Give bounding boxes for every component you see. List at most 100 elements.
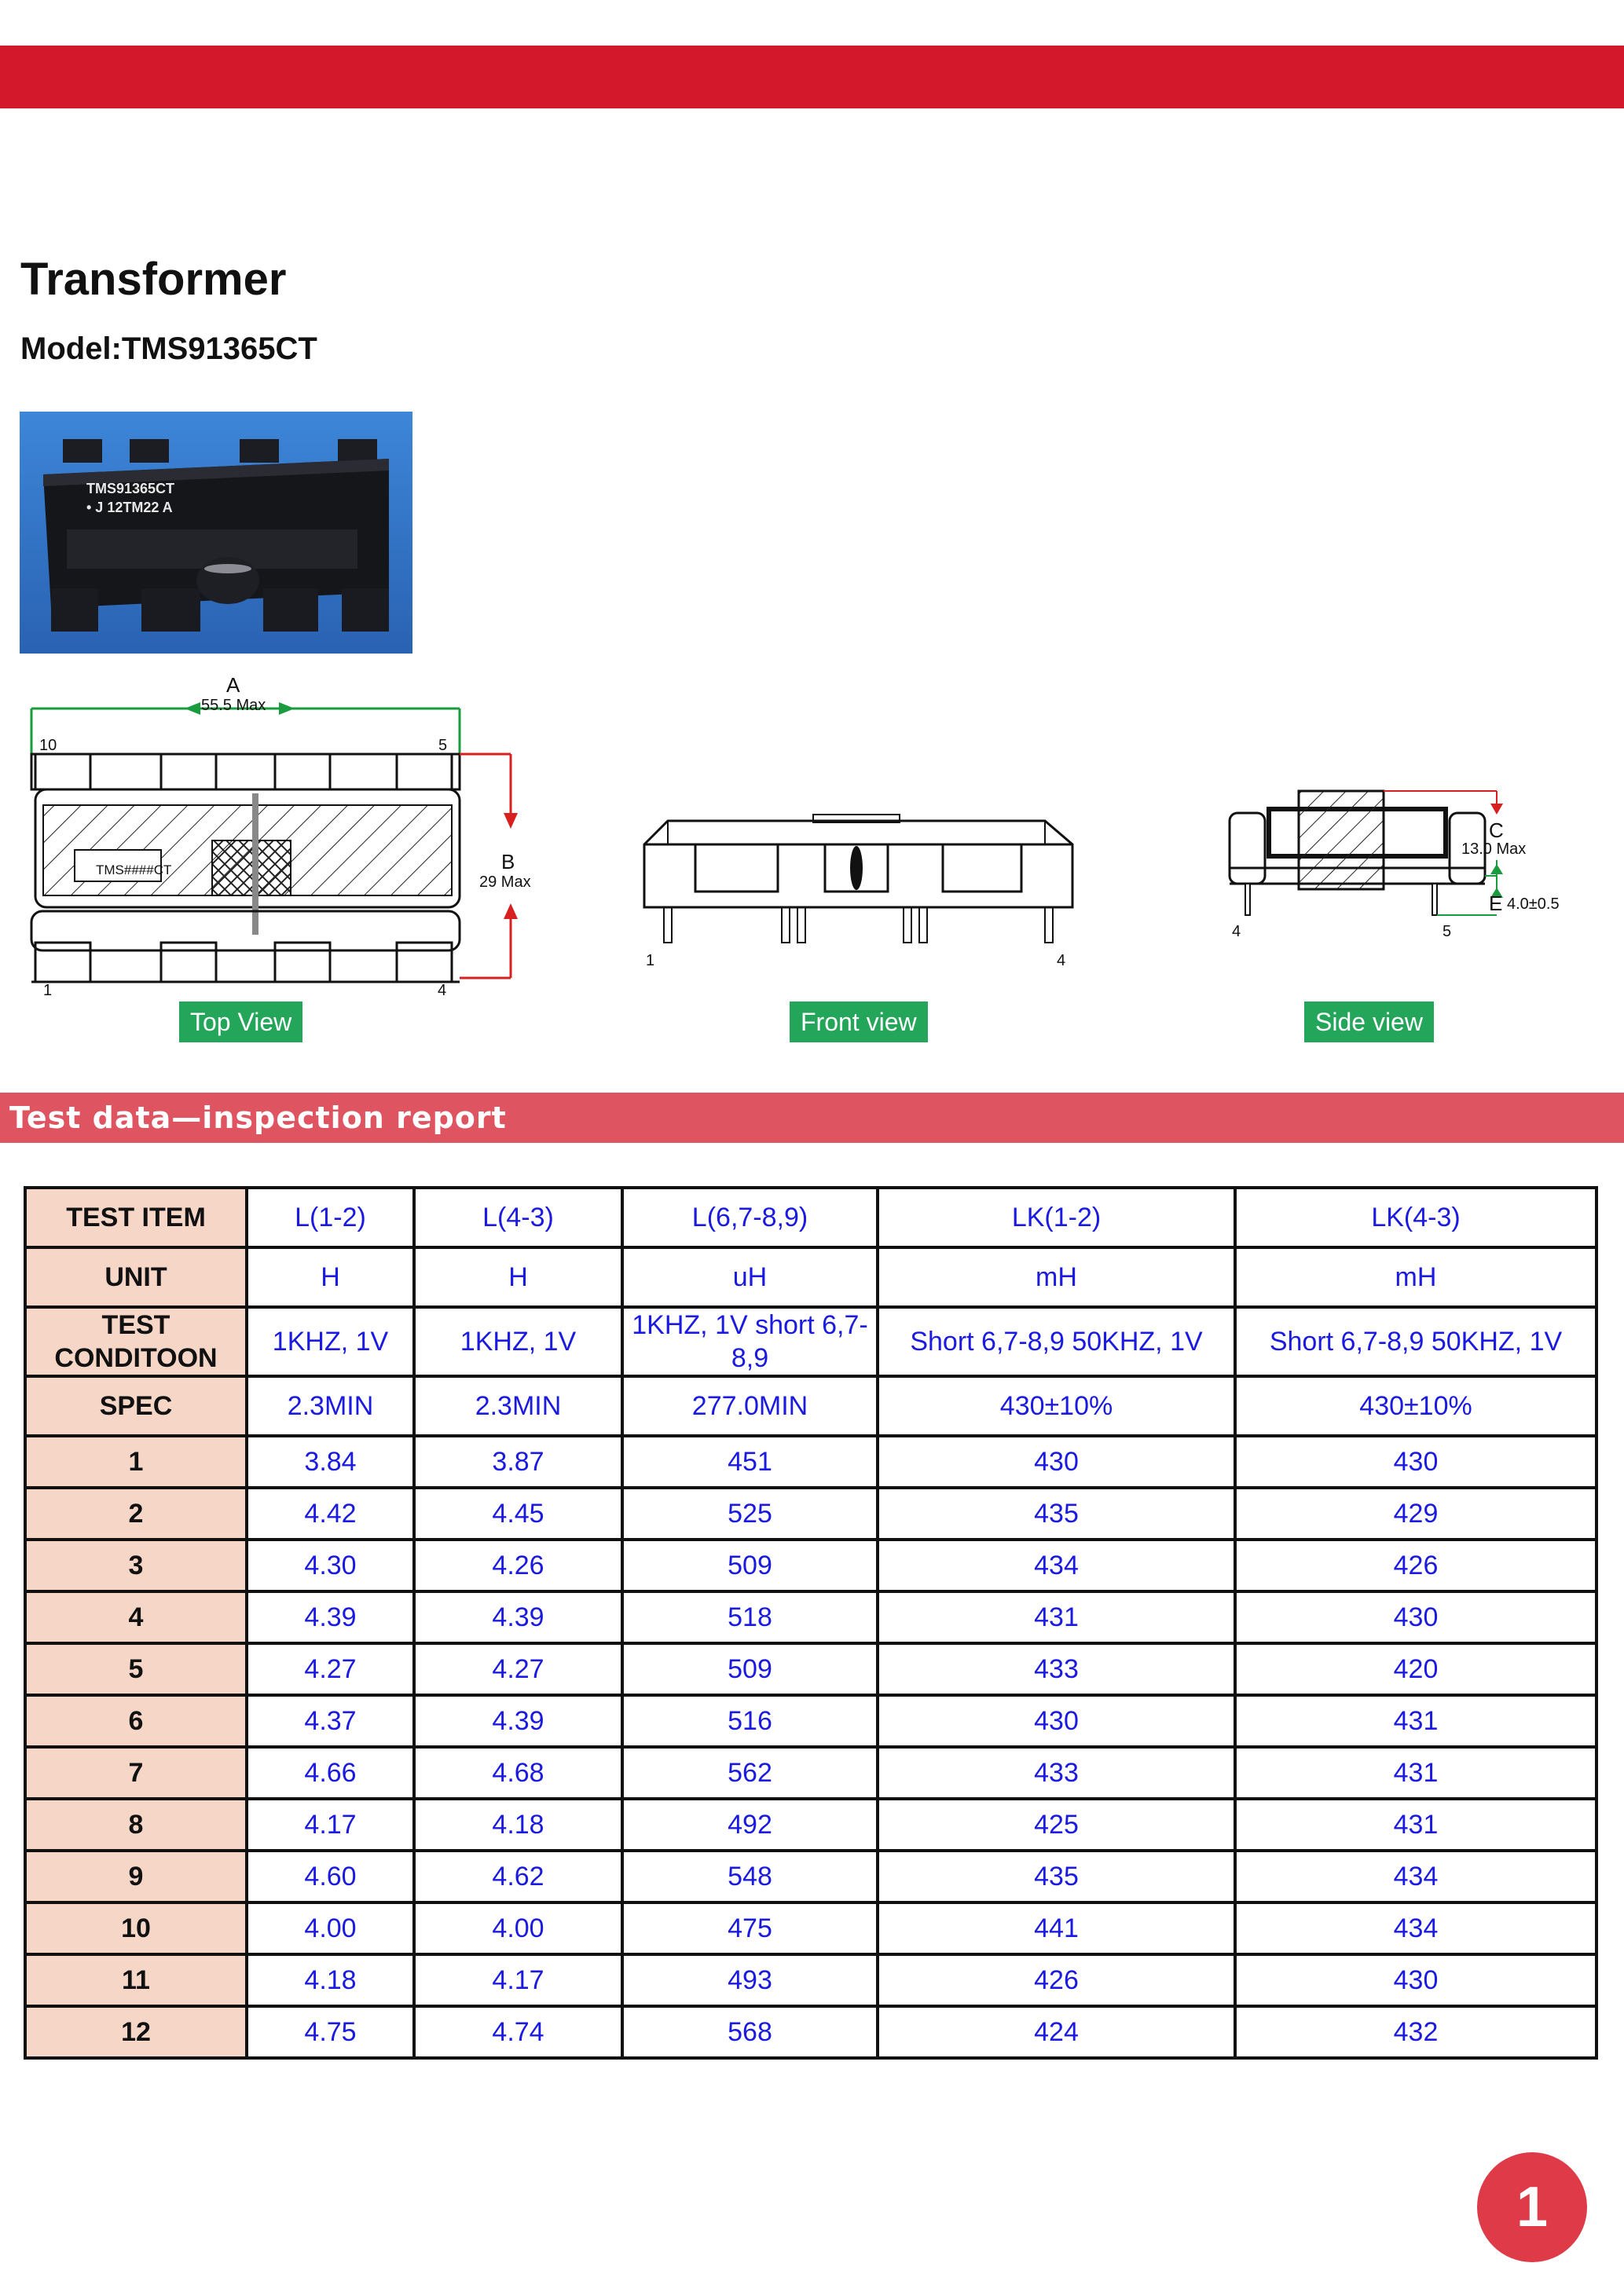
sample-number: 2 (24, 1486, 248, 1541)
column-unit: uH (621, 1246, 879, 1309)
measurement-cell: 431 (876, 1590, 1237, 1645)
measurement-cell: 424 (876, 2005, 1237, 2060)
measurement-cell: 4.39 (245, 1590, 416, 1645)
measurement-cell: 4.39 (412, 1694, 624, 1749)
column-condition: Short 6,7-8,9 50KHZ, 1V (1234, 1305, 1598, 1378)
section-title-bar: Test data—inspection report (0, 1093, 1624, 1143)
measurement-cell: 562 (621, 1745, 879, 1800)
dim-b-letter: B (501, 850, 515, 873)
measurement-cell: 435 (876, 1849, 1237, 1904)
measurement-cell: 433 (876, 1642, 1237, 1697)
column-condition: 1KHZ, 1V (412, 1305, 624, 1378)
dim-c-letter: C (1489, 818, 1504, 842)
measurement-cell: 4.17 (412, 1953, 624, 2008)
measurement-cell: 4.00 (245, 1901, 416, 1956)
measurement-cell: 4.30 (245, 1538, 416, 1593)
measurement-cell: 509 (621, 1538, 879, 1593)
column-item: LK(4-3) (1234, 1186, 1598, 1249)
measurement-cell: 492 (621, 1797, 879, 1852)
sample-number: 12 (24, 2005, 248, 2060)
sample-number: 1 (24, 1434, 248, 1489)
column-item: L(4-3) (412, 1186, 624, 1249)
measurement-cell: 4.37 (245, 1694, 416, 1749)
measurement-cell: 426 (1234, 1538, 1598, 1593)
measurement-cell: 475 (621, 1901, 879, 1956)
measurement-cell: 493 (621, 1953, 879, 2008)
column-spec: 2.3MIN (245, 1375, 416, 1437)
column-item: L(6,7-8,9) (621, 1186, 879, 1249)
measurement-cell: 4.26 (412, 1538, 624, 1593)
table-row: 11 4.18 4.17 493 426 430 (24, 1953, 1598, 2008)
spec-row: SPEC 2.3MIN 2.3MIN 277.0MIN 430±10% 430±… (24, 1375, 1598, 1437)
front-pin-4-label: 4 (1057, 952, 1066, 969)
measurement-cell: 430 (1234, 1953, 1598, 2008)
table-row: 5 4.27 4.27 509 433 420 (24, 1642, 1598, 1697)
pin-10-label: 10 (39, 737, 57, 754)
column-unit: mH (1234, 1246, 1598, 1309)
dim-e-letter: E (1489, 892, 1503, 915)
measurement-cell: 434 (1234, 1901, 1598, 1956)
front-pin-1-label: 1 (646, 952, 655, 969)
sample-number: 11 (24, 1953, 248, 2008)
part-marking-label: TMS####CT (96, 862, 172, 877)
side-pin-5-label: 5 (1443, 923, 1452, 940)
measurement-cell: 432 (1234, 2005, 1598, 2060)
measurement-cell: 430 (1234, 1434, 1598, 1489)
measurement-cell: 3.84 (245, 1434, 416, 1489)
measurement-cell: 435 (876, 1486, 1237, 1541)
measurement-cell: 431 (1234, 1745, 1598, 1800)
column-item: L(1-2) (245, 1186, 416, 1249)
dim-a-letter: A (226, 673, 240, 697)
measurement-cell: 568 (621, 2005, 879, 2060)
pin-1-label: 1 (43, 982, 53, 999)
table-row: 3 4.30 4.26 509 434 426 (24, 1538, 1598, 1593)
measurement-cell: 431 (1234, 1797, 1598, 1852)
test-item-header: TEST ITEM (24, 1186, 248, 1249)
measurement-cell: 4.60 (245, 1849, 416, 1904)
top-brand-band (0, 46, 1624, 108)
measurement-cell: 4.39 (412, 1590, 624, 1645)
sample-number: 5 (24, 1642, 248, 1697)
column-spec: 2.3MIN (412, 1375, 624, 1437)
condition-header-line2: CONDITOON (54, 1343, 218, 1373)
measurement-cell: 430 (876, 1434, 1237, 1489)
measurement-cell: 4.18 (412, 1797, 624, 1852)
measurement-cell: 4.66 (245, 1745, 416, 1800)
measurement-cell: 4.17 (245, 1797, 416, 1852)
sample-number: 7 (24, 1745, 248, 1800)
document-title: Transformer (20, 254, 287, 305)
measurement-cell: 4.18 (245, 1953, 416, 2008)
top-view-drawing (30, 702, 518, 983)
model-number: Model:TMS91365CT (20, 331, 317, 366)
measurement-cell: 441 (876, 1901, 1237, 1956)
measurement-cell: 426 (876, 1953, 1237, 2008)
measurement-cell: 4.75 (245, 2005, 416, 2060)
pin-4-label: 4 (438, 982, 447, 999)
measurement-cell: 4.27 (245, 1642, 416, 1697)
inspection-report-table: TEST ITEM L(1-2) L(4-3) L(6,7-8,9) LK(1-… (24, 1186, 1598, 2060)
table-row: 12 4.75 4.74 568 424 432 (24, 2005, 1598, 2060)
sample-number: 6 (24, 1694, 248, 1749)
measurement-cell: 4.00 (412, 1901, 624, 1956)
sample-number: 4 (24, 1590, 248, 1645)
dim-e-value: 4.0±0.5 (1507, 895, 1560, 913)
measurement-cell: 518 (621, 1590, 879, 1645)
column-condition: 1KHZ, 1V short 6,7-8,9 (621, 1305, 879, 1378)
column-condition: Short 6,7-8,9 50KHZ, 1V (876, 1305, 1237, 1378)
column-unit: H (412, 1246, 624, 1309)
measurement-cell: 430 (876, 1694, 1237, 1749)
table-row: 4 4.39 4.39 518 431 430 (24, 1590, 1598, 1645)
condition-header: TEST CONDITOON (24, 1305, 248, 1378)
column-spec: 430±10% (1234, 1375, 1598, 1437)
photo-marking-line2: • J 12TM22 A (86, 500, 173, 515)
table-row: 8 4.17 4.18 492 425 431 (24, 1797, 1598, 1852)
measurement-cell: 509 (621, 1642, 879, 1697)
table-row: 6 4.37 4.39 516 430 431 (24, 1694, 1598, 1749)
table-row: 9 4.60 4.62 548 435 434 (24, 1849, 1598, 1904)
side-view-drawing (1228, 789, 1503, 916)
sample-number: 3 (24, 1538, 248, 1593)
measurement-cell: 425 (876, 1797, 1237, 1852)
measurement-cell: 4.27 (412, 1642, 624, 1697)
top-view-label: Top View (179, 1002, 303, 1042)
measurement-cell: 525 (621, 1486, 879, 1541)
